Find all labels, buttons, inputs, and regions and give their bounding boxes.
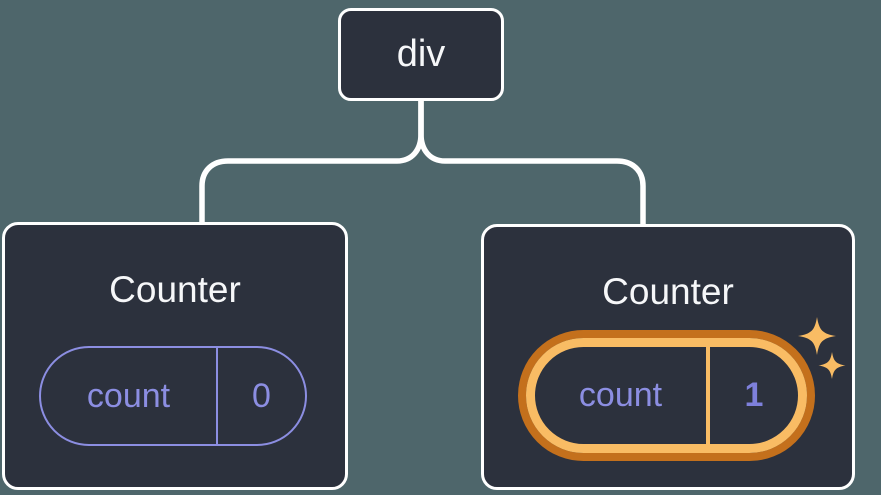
state-value: 1: [744, 376, 764, 414]
connector-right-branch: [418, 101, 646, 226]
sparkle-small: [818, 352, 846, 379]
connector-left-branch: [199, 101, 424, 224]
state-value: 0: [252, 376, 271, 415]
component-title: Counter: [602, 271, 734, 312]
root-node-label: div: [396, 33, 446, 75]
state-pill-0: count 0: [39, 346, 307, 446]
counter-card-0: Counter count 0: [2, 222, 348, 490]
state-key-label: count: [535, 347, 710, 444]
state-key-label: count: [41, 348, 218, 444]
counter-card-1: Counter count 1: [481, 224, 855, 490]
component-title: Counter: [109, 269, 241, 310]
state-pill-1: count 1: [526, 338, 807, 453]
sparkle-large: [798, 317, 836, 355]
highlight-ring: count 1: [518, 330, 815, 461]
root-node-div: div: [338, 8, 504, 101]
